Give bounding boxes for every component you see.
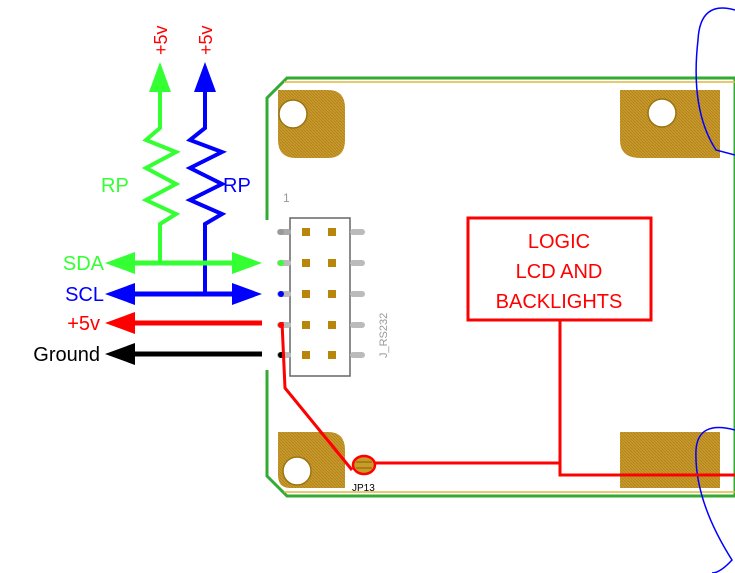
pin1-label: 1 <box>283 191 290 205</box>
mounting-pad-top-left <box>278 90 345 158</box>
header-pad <box>302 351 310 359</box>
signal-label-ground: Ground <box>33 344 100 366</box>
signal-arrow-5v <box>105 312 262 334</box>
header-connector <box>277 217 365 377</box>
header-pin-right <box>350 229 365 235</box>
signal-arrow-scl <box>105 283 262 305</box>
header-pad <box>302 259 310 267</box>
header-pad <box>302 321 310 329</box>
signal-arrows <box>105 252 262 365</box>
header-pad <box>328 259 336 267</box>
header-pin-right <box>350 352 365 358</box>
rail-label-green: +5v <box>151 25 171 55</box>
signal-arrow-head-left <box>105 252 135 274</box>
signal-arrow-head-left <box>105 312 135 334</box>
header-pin-right <box>350 291 365 297</box>
resistor-label-blue: RP <box>223 175 251 197</box>
signal-arrow-ground <box>105 343 262 365</box>
jumper-label: JP13 <box>352 483 375 494</box>
header-pad <box>328 321 336 329</box>
logic-box: LOGIC LCD AND BACKLIGHTS <box>466 216 653 322</box>
rail-arrow-blue <box>194 62 216 92</box>
header-pin-right <box>350 322 365 328</box>
mounting-pad-bottom-right <box>620 432 720 488</box>
connector-label: J_RS232 <box>378 313 390 358</box>
rail-arrow-heads <box>149 62 216 92</box>
signal-label-power: +5v <box>67 313 100 335</box>
signal-label-scl: SCL <box>65 284 104 306</box>
signal-arrow-head-left <box>105 283 135 305</box>
mounting-pad-bottom-left <box>278 432 345 488</box>
header-pad <box>328 290 336 298</box>
logic-box-line-3: BACKLIGHTS <box>496 291 623 313</box>
mounting-pad-top-right <box>620 90 720 158</box>
header-pad <box>302 228 310 236</box>
logic-box-line-2: LCD AND <box>516 261 603 283</box>
header-pin-dot <box>278 291 284 297</box>
board-outline-curves <box>695 7 735 573</box>
signal-label-sda: SDA <box>63 253 105 275</box>
header-pad <box>328 351 336 359</box>
logic-box-line-1: LOGIC <box>528 231 590 253</box>
signal-arrow-head-right <box>232 283 262 305</box>
signal-arrow-head-right <box>232 252 262 274</box>
header-pad <box>302 290 310 298</box>
rail-arrow-green <box>149 62 171 92</box>
jumper-jp13 <box>351 454 377 476</box>
header-pin-dot <box>278 260 284 266</box>
signal-arrow-head-left <box>105 343 135 365</box>
header-pin-right <box>350 260 365 266</box>
rail-label-blue: +5v <box>196 25 216 55</box>
pullup-network <box>141 90 227 293</box>
resistor-label-green: RP <box>101 175 129 197</box>
power-trace <box>280 320 735 477</box>
header-pad <box>328 228 336 236</box>
signal-labels: SDA SCL +5v Ground <box>33 253 104 366</box>
header-pin-dot <box>278 229 284 235</box>
signal-arrow-sda <box>105 252 262 274</box>
